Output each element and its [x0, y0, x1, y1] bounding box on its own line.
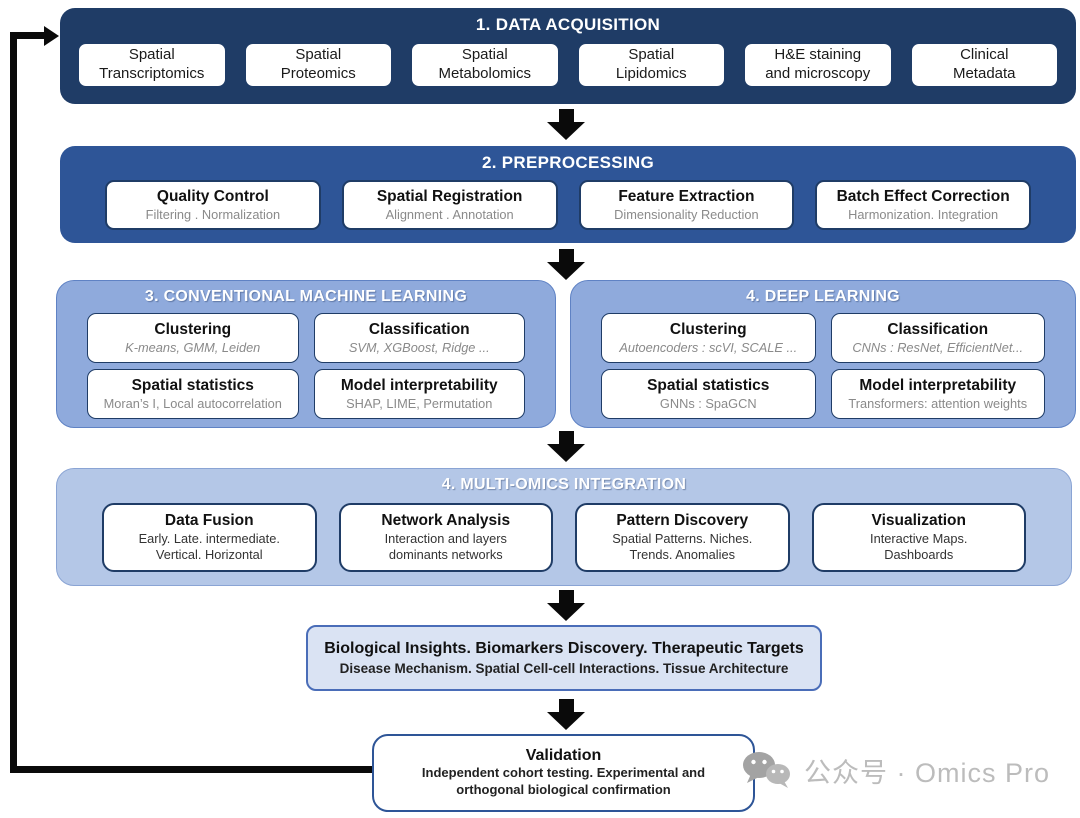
- section-title: 4. MULTI-OMICS INTEGRATION: [441, 476, 687, 493]
- ml-box-spatial-statistics: Spatial statistics Moran’s I, Local auto…: [87, 369, 299, 419]
- acquisition-box-spatial-lipidomics: Spatial Lipidomics: [576, 42, 726, 88]
- acquisition-box-spatial-transcriptomics: Spatial Transcriptomics: [77, 42, 227, 88]
- validation-box: Validation Independent cohort testing. E…: [372, 734, 755, 812]
- dl-box-interpretability: Model interpretability Transformers: att…: [830, 369, 1045, 419]
- acquisition-box-he-staining: H&E staining and microscopy: [743, 42, 893, 88]
- ml-box-interpretability: Model interpretability SHAP, LIME, Permu…: [313, 369, 525, 419]
- section-conventional-ml: 3. CONVENTIONAL MACHINE LEARNING Cluster…: [56, 280, 556, 428]
- down-arrow-icon: [547, 109, 585, 140]
- ml-box-classification: Classification SVM, XGBoost, Ridge ...: [313, 313, 525, 363]
- section-title: 1. DATA ACQUISITION: [475, 15, 661, 34]
- preprocessing-box-quality-control: Quality Control Filtering . Normalizatio…: [105, 180, 321, 230]
- dl-box-clustering: Clustering Autoencoders : scVI, SCALE ..…: [601, 313, 816, 363]
- section-data-acquisition: 1. DATA ACQUISITION Spatial Transcriptom…: [60, 8, 1076, 104]
- multiomics-box-pattern-discovery: Pattern Discovery Spatial Patterns. Nich…: [575, 503, 790, 572]
- feedback-arrow-vertical: [10, 32, 17, 773]
- watermark-label: 公众号 · Omics Pro: [804, 757, 1051, 788]
- down-arrow-icon: [547, 431, 585, 462]
- dl-box-classification: Classification CNNs : ResNet, EfficientN…: [830, 313, 1045, 363]
- preprocessing-box-spatial-registration: Spatial Registration Alignment . Annotat…: [341, 180, 558, 230]
- acquisition-box-spatial-proteomics: Spatial Proteomics: [243, 42, 393, 88]
- section-deep-learning: 4. DEEP LEARNING Clustering Autoencoders…: [570, 280, 1076, 428]
- feedback-arrowhead-icon: [44, 26, 59, 46]
- biological-insights-box: Biological Insights. Biomarkers Discover…: [306, 625, 822, 691]
- multiomics-box-network-analysis: Network Analysis Interaction and layers …: [338, 503, 553, 572]
- section-title: 4. DEEP LEARNING: [746, 288, 900, 305]
- dl-box-spatial-statistics: Spatial statistics GNNs : SpaGCN: [601, 369, 816, 419]
- feedback-arrow-top: [10, 32, 45, 39]
- watermark: 公众号 · Omics Pro: [742, 750, 1050, 790]
- acquisition-box-clinical-metadata: Clinical Metadata: [909, 42, 1059, 88]
- section-title: 3. CONVENTIONAL MACHINE LEARNING: [144, 288, 468, 305]
- multiomics-box-data-fusion: Data Fusion Early. Late. intermediate. V…: [102, 503, 317, 572]
- down-arrow-icon: [547, 590, 585, 621]
- preprocessing-box-batch-effect: Batch Effect Correction Harmonization. I…: [815, 180, 1031, 230]
- section-multiomics-integration: 4. MULTI-OMICS INTEGRATION Data Fusion E…: [56, 468, 1072, 586]
- wechat-icon: [742, 750, 792, 790]
- down-arrow-icon: [547, 249, 585, 280]
- section-preprocessing: 2. PREPROCESSING Quality Control Filteri…: [60, 146, 1076, 243]
- acquisition-box-spatial-metabolomics: Spatial Metabolomics: [410, 42, 560, 88]
- feedback-arrow-bottom: [10, 766, 373, 773]
- ml-box-clustering: Clustering K-means, GMM, Leiden: [87, 313, 299, 363]
- preprocessing-box-feature-extraction: Feature Extraction Dimensionality Reduct…: [578, 180, 795, 230]
- down-arrow-icon: [547, 699, 585, 730]
- section-title: 2. PREPROCESSING: [481, 153, 654, 172]
- multiomics-box-visualization: Visualization Interactive Maps. Dashboar…: [811, 503, 1026, 572]
